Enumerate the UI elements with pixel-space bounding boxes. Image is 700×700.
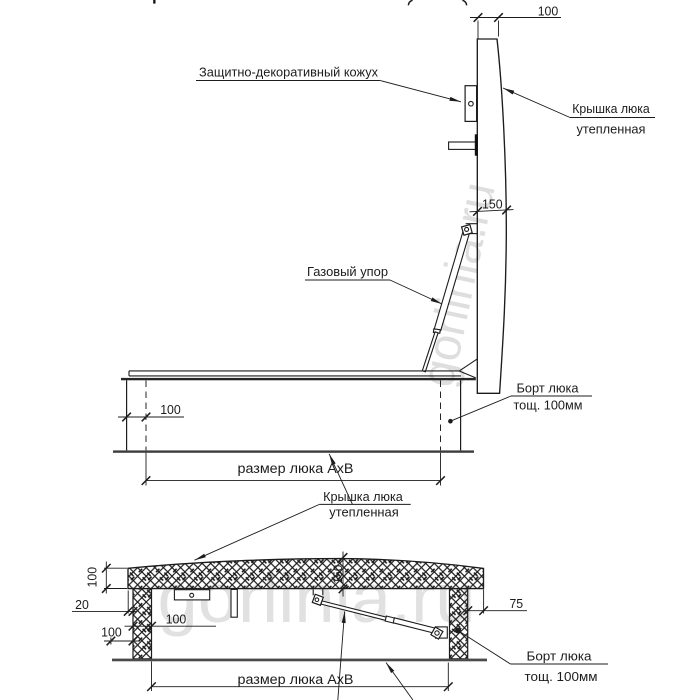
- svg-text:75: 75: [509, 596, 523, 611]
- svg-text:Крышка люка: Крышка люка: [323, 489, 403, 504]
- svg-text:размер люка АхВ: размер люка АхВ: [238, 672, 354, 687]
- svg-text:20: 20: [75, 597, 89, 612]
- svg-text:утепленная: утепленная: [577, 122, 646, 137]
- svg-text:Газовый упор: Газовый упор: [307, 264, 388, 279]
- svg-text:тощ. 100мм: тощ. 100мм: [525, 669, 598, 684]
- svg-text:Борт люка: Борт люка: [527, 649, 593, 664]
- svg-text:Крышка люка: Крышка люка: [572, 101, 650, 116]
- svg-text:утепленная: утепленная: [329, 505, 398, 520]
- svg-text:Защитно-декоративный кожух: Защитно-декоративный кожух: [199, 65, 378, 80]
- svg-text:150: 150: [482, 196, 503, 211]
- svg-text:100: 100: [166, 611, 187, 626]
- svg-text:Борт люка: Борт люка: [517, 381, 580, 396]
- svg-text:150: 150: [331, 565, 345, 584]
- svg-text:100: 100: [160, 402, 181, 417]
- svg-text:размер люка АхВ: размер люка АхВ: [238, 461, 354, 476]
- svg-text:100: 100: [101, 624, 122, 639]
- svg-text:тощ. 100мм: тощ. 100мм: [514, 398, 583, 413]
- svg-text:100: 100: [85, 567, 100, 588]
- svg-text:100: 100: [538, 4, 559, 19]
